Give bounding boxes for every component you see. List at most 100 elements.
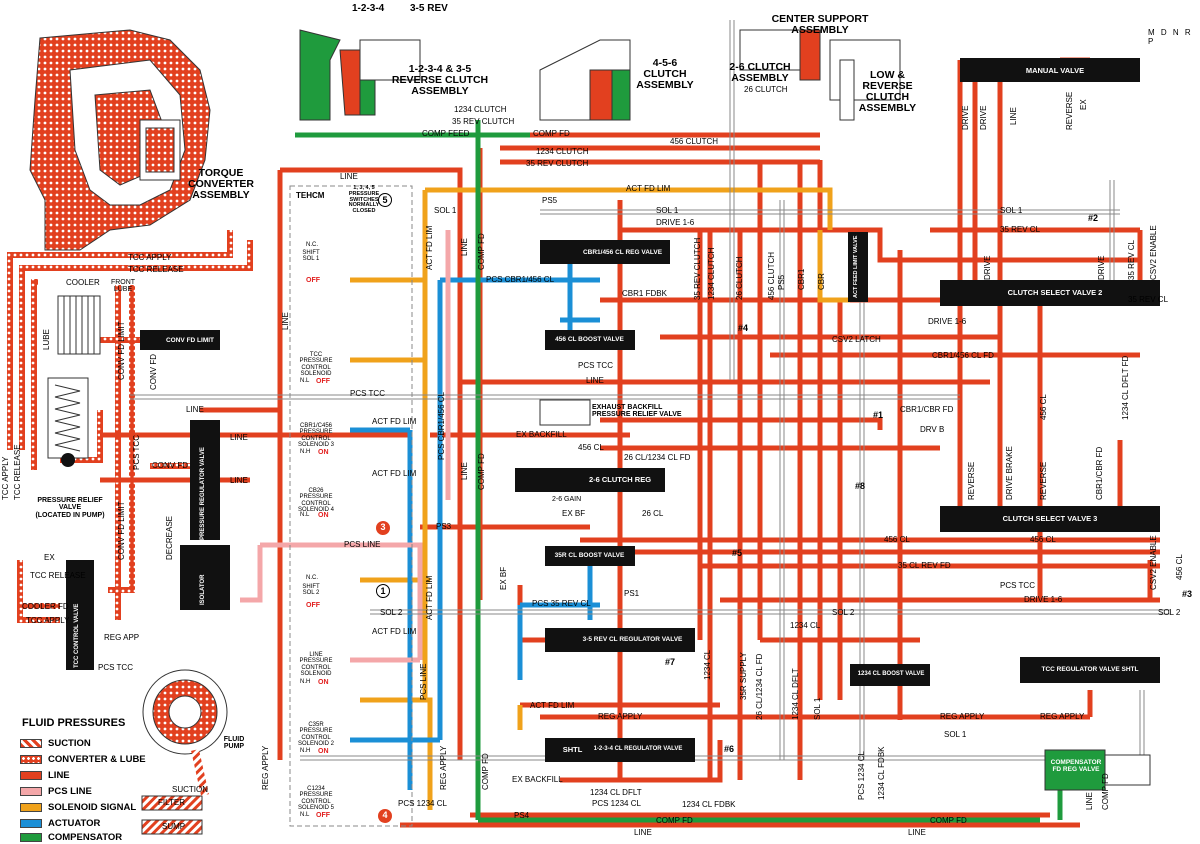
1234-boost-valve[interactable]: 1234 CL BOOST VALVE <box>855 668 927 681</box>
solenoid-name: TCC PRESSURE CONTROL SOLENOID <box>299 352 333 377</box>
manual-valve[interactable]: MANUAL VALVE <box>1020 64 1090 77</box>
circled-5: 5 <box>378 193 392 207</box>
1234-reg-valve[interactable]: 1-2-3-4 CL REGULATOR VALVE <box>588 743 688 756</box>
passage-suction: SUCTION <box>172 785 208 794</box>
passage-pcs-tcc-a: PCS TCC <box>578 361 613 370</box>
low-reverse-label: LOW & REVERSE CLUTCH ASSEMBLY <box>858 69 917 115</box>
vpassage-1234-cl-a: 1234 CL <box>703 649 712 680</box>
vpassage-line-a: LINE <box>281 312 290 330</box>
vpassage-comp-fd-a: COMP FD <box>477 233 486 270</box>
legend-swatch <box>20 755 42 764</box>
legend-label: ACTUATOR <box>48 818 101 829</box>
solenoid-state: ON <box>318 449 329 456</box>
clutch-26-label: 2-6 CLUTCH ASSEMBLY <box>729 61 791 85</box>
vpassage-cbr1: CBR1 <box>797 268 806 290</box>
passage-reg-apply-c: REG APPLY <box>1040 712 1085 721</box>
act-feed-limit-valve[interactable]: ACT FEED LIMIT VALVE <box>853 235 859 298</box>
26-clutch-reg-valve[interactable]: 2-6 CLUTCH REG <box>580 473 660 486</box>
pressure-reg-valve[interactable]: PRESSURE REGULATOR VALVE <box>200 447 206 540</box>
cbr1-456-reg-valve[interactable]: CBR1/456 CL REG VALVE <box>580 246 665 259</box>
solenoid-state: ON <box>318 512 329 519</box>
passage-tcc-rel: TCC RELEASE <box>30 571 86 580</box>
passage-456-cl-b: 456 CL <box>884 535 910 544</box>
passage-26-cl-1234-fd: 26 CL/1234 CL FD <box>624 453 691 462</box>
vpassage-comp-fd-c: COMP FD <box>481 753 490 790</box>
passage-act-fd-lim-1: ACT FD LIM <box>372 417 417 426</box>
passage-ex-backfill-2: EX BACKFILL <box>512 775 563 784</box>
35rev-reg-valve[interactable]: 3-5 REV CL REGULATOR VALVE <box>575 633 690 646</box>
solenoid-name: CBR1/C456 PRESSURE CONTROL SOLENOID 3 <box>297 423 334 448</box>
vpassage-tcc-release-l: TCC RELEASE <box>13 444 22 500</box>
tcc-reg-valve[interactable]: TCC REGULATOR VALVE SHTL <box>1035 663 1145 676</box>
vpassage-drive-d: DRIVE <box>1097 255 1106 280</box>
vpassage-reverse: REVERSE <box>1065 91 1074 130</box>
passage-tcc-release: TCC RELEASE <box>128 265 184 274</box>
passage-1234-clutch-2: 1234 CLUTCH <box>536 147 589 156</box>
passage-ps4: PS4 <box>514 811 530 820</box>
solenoid-state: OFF <box>316 812 330 819</box>
35r-boost-valve[interactable]: 35R CL BOOST VALVE <box>552 549 627 562</box>
tehcm-label: TEHCM <box>296 191 325 200</box>
vpassage-35r-supply: 35R SUPPLY <box>739 652 748 700</box>
legend-swatch <box>20 787 42 796</box>
passage-35-rev-cl-a: 35 REV CL <box>1000 225 1041 234</box>
solenoid-state: OFF <box>306 277 320 284</box>
center-support-label: CENTER SUPPORT ASSEMBLY <box>771 13 869 37</box>
circled-3: 3 <box>376 521 390 535</box>
legend-swatch <box>20 739 42 748</box>
passage-26-clutch: 26 CLUTCH <box>744 85 788 94</box>
filter-label: FILTER <box>158 798 185 807</box>
passage-drv-b: DRV B <box>920 425 945 434</box>
vpassage-1234-cl-fdbk: 1234 CL FDBK <box>877 746 886 800</box>
clutch-select-valve-2[interactable]: CLUTCH SELECT VALVE 2 <box>1000 286 1110 299</box>
checkball-3: #3 <box>1182 589 1193 599</box>
vpassage-reverse-c: REVERSE <box>1039 461 1048 500</box>
exhaust-backfill-label: EXHAUST BACKFILL PRESSURE RELIEF VALVE <box>592 404 682 419</box>
passage-sol2-a: SOL 2 <box>380 608 403 617</box>
tcc-control-body <box>66 560 94 670</box>
solenoid-nc: N.C. <box>306 575 318 581</box>
vpassage-26-clutch: 26 CLUTCH <box>735 256 744 300</box>
passage-comp-fd-bottom: COMP FD <box>656 816 693 825</box>
passage-drive16-b: DRIVE 1-6 <box>928 317 967 326</box>
act-feed-limit-body <box>848 232 868 302</box>
passage-act-fd-lim-4: ACT FD LIM <box>530 701 575 710</box>
passage-reg-app: REG APP <box>104 633 140 642</box>
vpassage-decrease: DECREASE <box>165 515 174 560</box>
legend-label: LINE <box>48 770 70 781</box>
vpassage-cbr1-cbr-dflt: CBR1/CBR FD <box>1095 446 1104 500</box>
pressure-relief-label: PRESSURE RELIEF VALVE (LOCATED IN PUMP) <box>35 497 105 519</box>
passage-pcs-1234-cl-a: PCS 1234 CL <box>398 799 447 808</box>
passage-35-rev-cl-b: 35 REV CL <box>1128 295 1169 304</box>
passage-1234-cl-fdbk: 1234 CL FDBK <box>682 800 736 809</box>
vpassage-pcs-1234-cl: PCS 1234 CL <box>857 751 866 800</box>
456-boost-valve[interactable]: 456 CL BOOST VALVE <box>552 333 627 346</box>
solenoid-nc: N.H <box>300 449 311 455</box>
passage-drive16-a: DRIVE 1-6 <box>656 218 695 227</box>
vpassage-drive-c: DRIVE <box>983 255 992 280</box>
shtl-valve[interactable]: SHTL <box>560 743 585 756</box>
solenoid-name: LINE PRESSURE CONTROL SOLENOID <box>299 652 333 677</box>
passage-sol1-c: SOL 1 <box>1000 206 1023 215</box>
checkball-2: #2 <box>1088 213 1099 223</box>
isolator-body <box>180 545 230 610</box>
clutch-select-valve-3[interactable]: CLUTCH SELECT VALVE 3 <box>990 512 1110 525</box>
vpassage-1234-clutch: 1234 CLUTCH <box>707 247 716 300</box>
fluid-pump-label: FLUID PUMP <box>223 736 245 751</box>
legend-swatch <box>20 833 42 842</box>
pressure-switches-label: 1, 3, 4, 5 PRESSURE SWITCHES NORMALLY CL… <box>348 185 380 215</box>
conv-fd-limit-valve[interactable]: CONV FD LIMIT <box>160 334 220 347</box>
vpassage-35-rev-clutch: 35 REV CLUTCH <box>693 237 702 300</box>
passage-1234-cl-dflt: 1234 CL DFLT <box>590 788 642 797</box>
torque-converter-label: TORQUE CONVERTER ASSEMBLY <box>188 167 254 202</box>
passage-line-mid: LINE <box>586 376 604 385</box>
passage-tcc-apply: TCC APPLY <box>128 253 172 262</box>
tcc-control-valve[interactable]: TCC CONTROL VALVE <box>74 603 80 668</box>
legend-swatch <box>20 771 42 780</box>
passage-line-bottom: LINE <box>634 828 652 837</box>
checkball-1: #1 <box>873 410 884 420</box>
compensator-valve[interactable]: COMPENSATOR FD REG VALVE <box>1050 759 1102 773</box>
passage-456-clutch: 456 CLUTCH <box>670 137 719 146</box>
exhaust-lines <box>130 20 1170 761</box>
vpassage-drive-brake: DRIVE BRAKE <box>1005 446 1014 500</box>
